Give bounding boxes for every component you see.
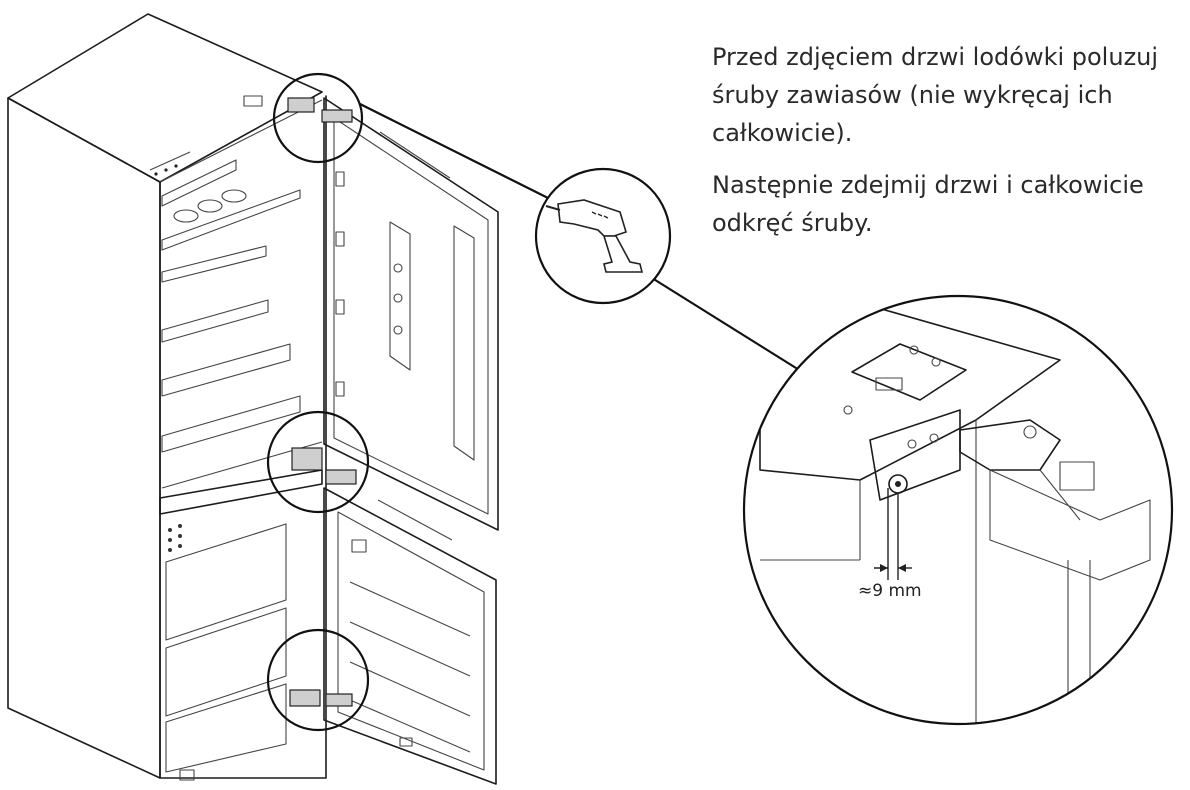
instruction-step-2: Następnie zdejmij drzwi i całkowicie odk…	[712, 171, 1144, 237]
lower-door	[323, 487, 497, 785]
cordless-drill-icon	[545, 199, 644, 273]
freezer-drawers	[165, 523, 287, 773]
tool-callout	[534, 167, 672, 305]
bottom-hinge-circle	[266, 628, 370, 732]
instructions-text: Przed zdjęciem drzwi lodówki poluzuj śru…	[712, 38, 1182, 256]
measurement-label: ≈9 mm	[858, 581, 922, 601]
fridge-cabinet	[7, 13, 413, 781]
middle-hinge-circle	[266, 410, 370, 514]
instruction-step-1: Przed zdjęciem drzwi lodówki poluzuj śru…	[712, 43, 1159, 147]
upper-door	[323, 97, 499, 531]
zoomed-hinge-detail: ≈9 mm	[742, 294, 1174, 726]
hinge-callouts	[266, 72, 370, 732]
top-hinge-circle	[272, 72, 364, 164]
fridge-shelves	[161, 159, 323, 489]
control-dots	[168, 524, 182, 552]
